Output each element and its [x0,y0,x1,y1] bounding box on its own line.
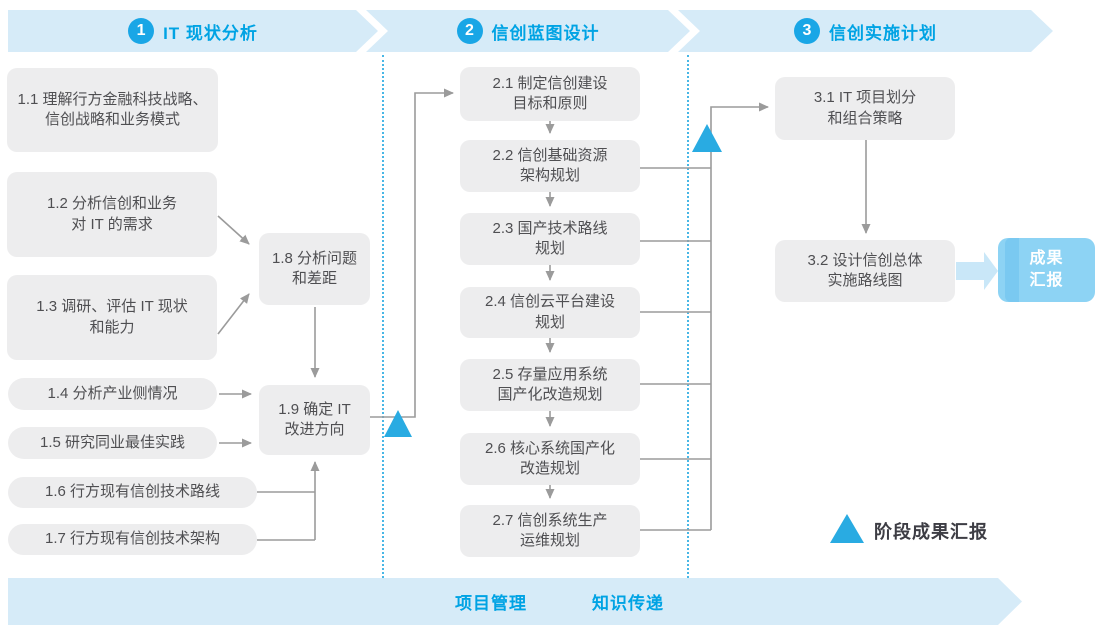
legend: 阶段成果汇报 [830,514,988,544]
phase2-header: 2 信创蓝图设计 [366,10,690,52]
step-2-6-box: 2.6 核心系统国产化 改造规划 [460,433,640,485]
step-3-1-box: 3.1 IT 项目划分 和组合策略 [775,77,955,140]
deliverable-arrow [956,252,998,290]
result-report-box: 成果 汇报 [998,238,1095,302]
step-1-2-box: 1.2 分析信创和业务 对 IT 的需求 [7,172,217,257]
step-2-1-box: 2.1 制定信创建设 目标和原则 [460,67,640,121]
phase2-3-divider [687,55,689,578]
result-box-stripe [1005,238,1019,302]
footer-item-knowledge-transfer: 知识传递 [592,594,664,613]
step-1-7-box: 1.7 行方现有信创技术架构 [8,524,257,555]
legend-label: 阶段成果汇报 [874,522,988,542]
step-2-5-box: 2.5 存量应用系统 国产化改造规划 [460,359,640,411]
step-1-4-box: 1.4 分析产业侧情况 [8,378,217,410]
footer-band [8,578,1022,625]
step-2-4-box: 2.4 信创云平台建设 规划 [460,287,640,338]
phase2-title: 信创蓝图设计 [491,23,600,43]
step-1-6-box: 1.6 行方现有信创技术路线 [8,477,257,508]
step-1-8-box: 1.8 分析问题 和差距 [259,233,370,305]
flow-arrows [217,88,871,541]
step-2-7-box: 2.7 信创系统生产 运维规划 [460,505,640,557]
footer-item-project-management: 项目管理 [455,594,527,613]
phase2-number-badge: 2 [457,18,483,44]
phase1-number-badge: 1 [128,18,154,44]
phase3-header: 3 信创实施计划 [678,10,1053,52]
phase1-header: 1 IT 现状分析 [8,10,378,52]
legend-triangle-icon [830,514,864,543]
milestone-triangle-phase1 [384,410,412,437]
phase3-number-badge: 3 [794,18,820,44]
step-2-2-box: 2.2 信创基础资源 架构规划 [460,140,640,192]
phase1-title: IT 现状分析 [163,23,258,43]
result-box-label: 成果 汇报 [1029,249,1064,289]
milestone-triangle-phase2 [692,124,722,152]
step-1-1-box: 1.1 理解行方金融科技战略、 信创战略和业务模式 [7,68,218,152]
step-2-3-box: 2.3 国产技术路线 规划 [460,213,640,265]
step-1-5-box: 1.5 研究同业最佳实践 [8,427,217,459]
phase3-title: 信创实施计划 [829,23,937,43]
step-3-2-box: 3.2 设计信创总体 实施路线图 [775,240,955,302]
step-1-9-box: 1.9 确定 IT 改进方向 [259,385,370,455]
phase1-2-divider [382,55,384,578]
step-1-3-box: 1.3 调研、评估 IT 现状 和能力 [7,275,217,360]
